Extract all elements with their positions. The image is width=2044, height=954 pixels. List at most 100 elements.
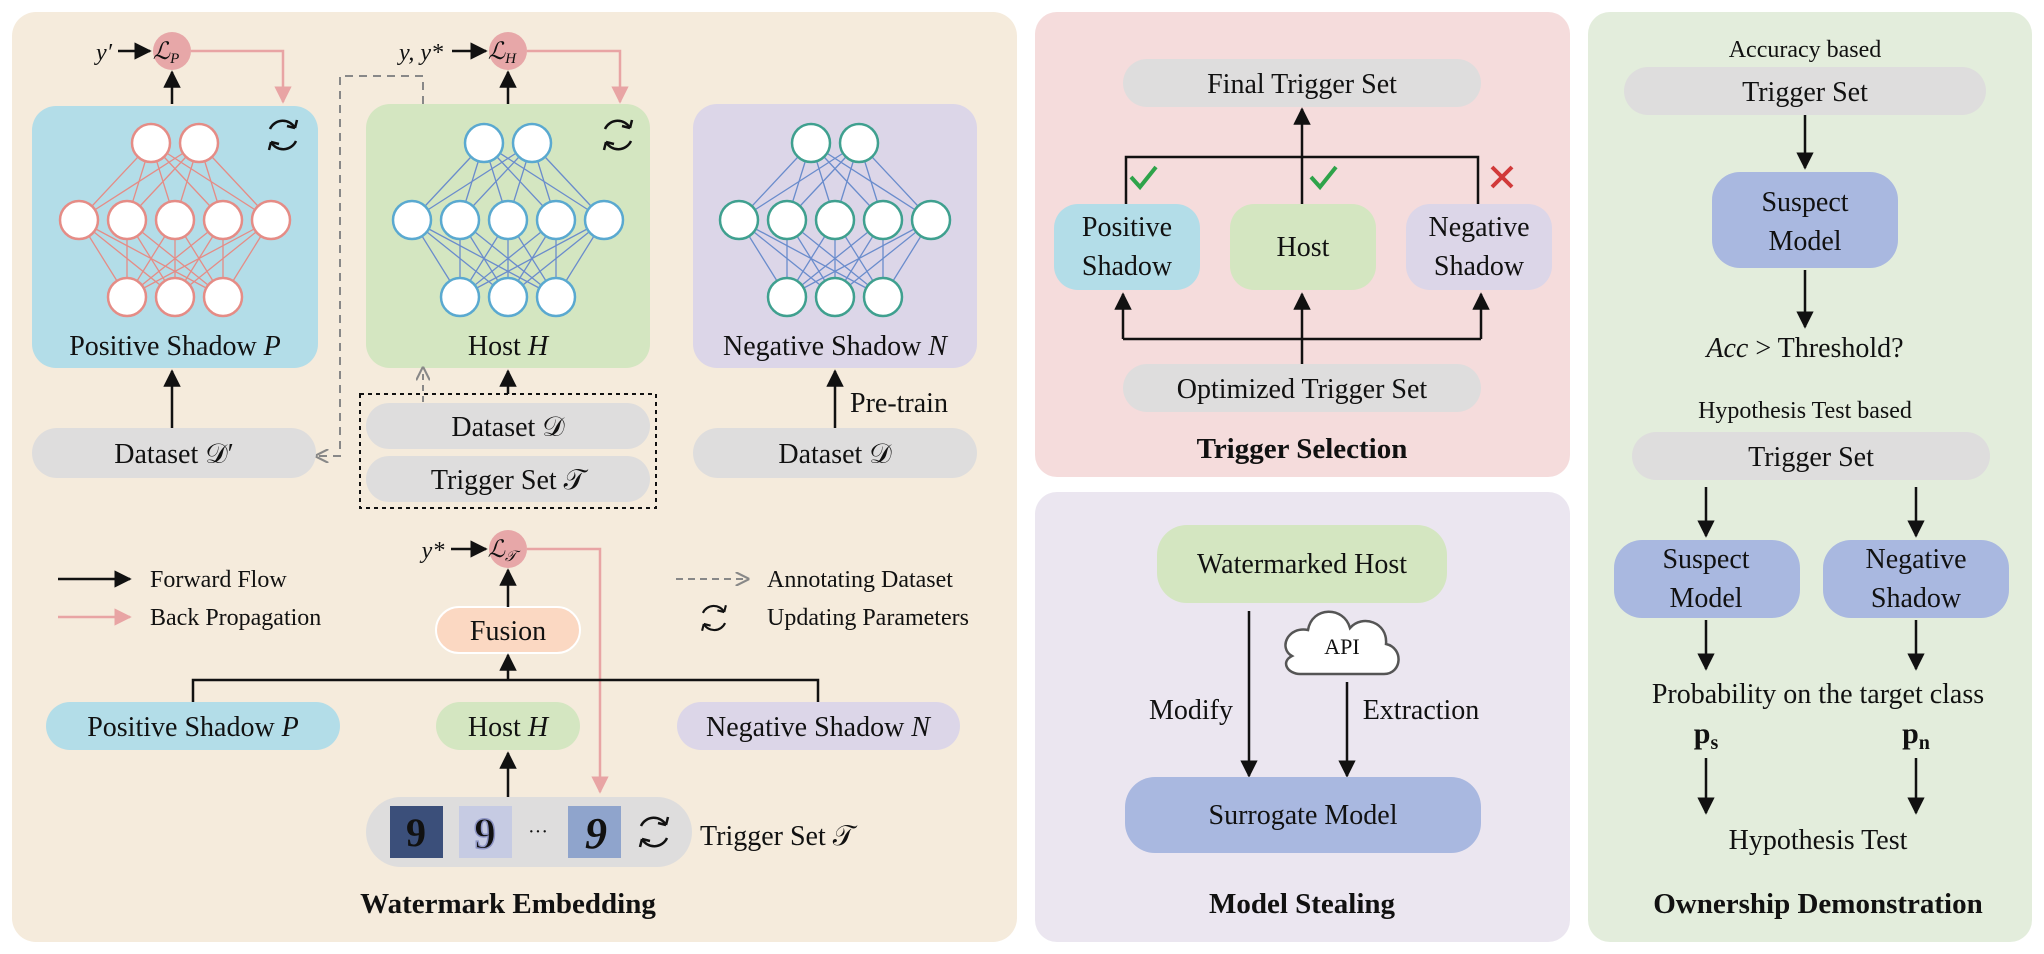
own-trigger-set-2-pill[interactable] <box>1632 432 1990 480</box>
own-negative-shadow-box[interactable] <box>1823 540 2009 618</box>
sel-positive-line2: Shadow <box>1082 251 1173 282</box>
dataset-prime-label: Dataset 𝒟′ <box>114 439 233 470</box>
ownership-title: Ownership Demonstration <box>1653 888 1982 920</box>
pn-label: pn <box>1902 717 1930 754</box>
loss-host-symbol: ℒH <box>488 39 517 67</box>
update-icon-host <box>602 119 634 151</box>
network-node <box>814 276 856 318</box>
surrogate-model-pill[interactable] <box>1125 777 1481 853</box>
own-suspect-line2: Model <box>1768 226 1841 257</box>
legend-update-label: Updating Parameters <box>767 605 969 631</box>
trigger-digit-1: 9 <box>406 810 426 855</box>
network-node <box>535 276 577 318</box>
final-trigger-label: Final Trigger Set <box>1207 69 1397 100</box>
fusion-combine-lines <box>191 678 820 703</box>
network-edge <box>126 219 272 298</box>
legend-annot-label: Annotating Dataset <box>767 567 953 593</box>
loss-trigger-target: y* <box>420 538 445 564</box>
own-negative-line2: Shadow <box>1871 583 1962 614</box>
network-node <box>718 199 760 241</box>
network-edge <box>786 219 884 298</box>
dataset-prime-pill[interactable] <box>32 428 316 478</box>
hypothesis-header: Hypothesis Test based <box>1698 398 1912 424</box>
backprop-loss-t <box>527 547 609 794</box>
network-node <box>130 122 172 164</box>
network-node <box>535 199 577 241</box>
network-edge <box>411 142 533 221</box>
dataset-pill[interactable] <box>366 403 650 449</box>
network-node <box>583 199 625 241</box>
network-node <box>439 199 481 241</box>
own-negative-line1: Negative <box>1865 544 1966 575</box>
network-node <box>391 199 433 241</box>
trigger-ellipsis: ··· <box>528 821 548 843</box>
network-edge <box>507 219 605 298</box>
own-trigger-set-2-label: Trigger Set <box>1748 442 1874 473</box>
network-edge <box>786 219 932 298</box>
trigger-update-icon <box>638 816 670 848</box>
own-suspect2-line1: Suspect <box>1662 544 1749 575</box>
network-node <box>862 276 904 318</box>
network-node <box>790 122 832 164</box>
surrogate-model-label: Surrogate Model <box>1209 800 1398 831</box>
trigger-image-1 <box>390 806 443 858</box>
final-trigger-pill[interactable] <box>1123 59 1481 107</box>
dataset-neg-pill[interactable] <box>693 428 977 478</box>
fusion-label: Fusion <box>470 616 546 647</box>
watermarked-host-pill[interactable] <box>1157 525 1447 603</box>
network-node <box>202 199 244 241</box>
bottom-neg-shadow-label: Negative Shadow N <box>706 712 931 743</box>
negative-shadow-network <box>718 122 952 318</box>
optimized-trigger-pill[interactable] <box>1123 364 1481 412</box>
legend-forward-label: Forward Flow <box>150 567 287 593</box>
negative-shadow-label: Negative Shadow N <box>723 331 948 362</box>
bottom-pos-shadow-pill[interactable] <box>46 702 340 750</box>
network-node <box>178 122 220 164</box>
hypothesis-test-label: Hypothesis Test <box>1729 825 1908 856</box>
trigger-set-pill[interactable] <box>366 456 650 502</box>
network-node <box>862 199 904 241</box>
own-suspect2-box[interactable] <box>1614 540 1800 618</box>
network-node <box>487 199 529 241</box>
sel-negative-shadow-box[interactable] <box>1406 204 1552 290</box>
network-node <box>838 122 880 164</box>
trigger-digit-2: 9 <box>474 809 496 858</box>
network-node <box>910 199 952 241</box>
update-icon-positive <box>267 119 299 151</box>
sel-host-label: Host <box>1277 232 1330 263</box>
network-node <box>106 199 148 241</box>
network-edge <box>834 219 932 298</box>
own-trigger-set-1-pill[interactable] <box>1624 67 1986 115</box>
bottom-neg-shadow-pill[interactable] <box>677 702 960 750</box>
host-network <box>391 122 625 318</box>
selection-title: Trigger Selection <box>1197 433 1408 465</box>
network-node <box>439 276 481 318</box>
sel-negative-line2: Shadow <box>1434 251 1525 282</box>
ps-label: ps <box>1694 717 1719 754</box>
dataset-label: Dataset 𝒟 <box>451 412 565 443</box>
loss-positive-target: y′ <box>94 40 113 66</box>
pretrain-label: Pre-train <box>850 388 948 419</box>
network-node <box>154 276 196 318</box>
sel-host-box[interactable] <box>1230 204 1376 290</box>
backprop-loss-h <box>527 49 629 104</box>
bottom-host-pill[interactable] <box>436 702 580 750</box>
network-node <box>202 276 244 318</box>
network-node <box>250 199 292 241</box>
cross-negative <box>1490 165 1514 189</box>
backprop-loss-p <box>191 49 292 104</box>
dataset-neg-label: Dataset 𝒟 <box>778 439 892 470</box>
positive-shadow-label: Positive Shadow P <box>69 331 281 362</box>
network-edge <box>78 142 200 221</box>
network-edge <box>174 219 272 298</box>
own-suspect-model-box[interactable] <box>1712 172 1898 268</box>
api-label: API <box>1324 634 1359 659</box>
sel-positive-shadow-box[interactable] <box>1054 204 1200 290</box>
own-suspect-line1: Suspect <box>1761 187 1848 218</box>
own-suspect2-line2: Model <box>1669 583 1742 614</box>
network-node <box>766 199 808 241</box>
network-edge <box>126 219 224 298</box>
legend-back-label: Back Propagation <box>150 605 321 631</box>
network-node <box>58 199 100 241</box>
